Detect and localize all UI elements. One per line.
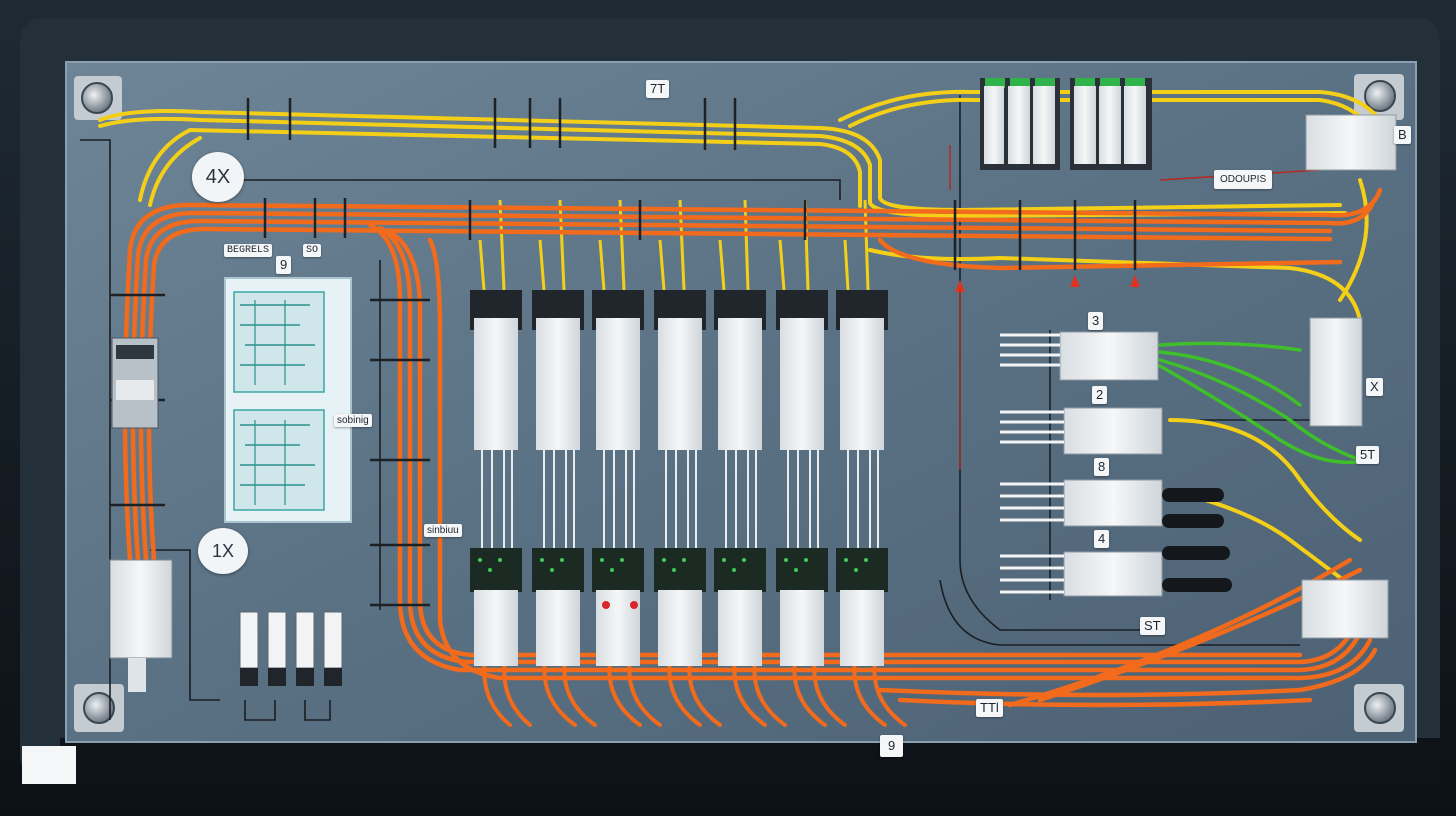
label-circle-4x: 4X	[192, 152, 244, 202]
module-leds	[478, 558, 868, 572]
orange-drops	[482, 658, 907, 727]
corner-tag	[22, 746, 76, 784]
label-right-57: 5T	[1356, 446, 1380, 464]
label-right-b: B	[1394, 126, 1411, 144]
module-red-indicators	[602, 601, 638, 609]
label-left-small: 9	[276, 256, 292, 274]
label-right-x: X	[1366, 378, 1383, 396]
label-top-left-tag: BEGRELS	[224, 244, 273, 257]
corner-bolts	[74, 74, 1404, 732]
label-mid-tag: sinbiuu	[424, 524, 462, 537]
module-leads	[481, 450, 879, 548]
relay-module-row-top	[470, 290, 888, 450]
label-left-mid-tag: SO	[303, 244, 322, 257]
label-mid-left-tag: sobinig	[334, 414, 372, 427]
right-block-pins	[1000, 333, 1064, 594]
label-right-4: 4	[1094, 530, 1110, 548]
black-cable-ends	[1162, 488, 1232, 592]
cable-ties	[110, 98, 1137, 607]
label-top-right-tag: ODOUPIS	[1214, 170, 1273, 189]
yellow-drops	[478, 199, 870, 291]
label-circle-1x: 1X	[198, 528, 248, 574]
label-right-ti: ST	[1140, 617, 1165, 635]
top-terminal-blocks	[980, 78, 1152, 170]
label-top-center: 7T	[646, 80, 670, 98]
label-right-3: 3	[1088, 312, 1104, 330]
left-devices	[109, 277, 352, 692]
label-right-8: 8	[1094, 458, 1110, 476]
bottom-rail	[60, 738, 1440, 788]
green-wire-bundle	[1158, 341, 1362, 465]
control-wires	[80, 95, 1310, 721]
label-bottom-center: 9	[880, 735, 904, 757]
label-bottom-right-tag: TTl	[976, 699, 1003, 717]
label-right-2: 2	[1092, 386, 1108, 404]
right-junction-blocks	[1059, 114, 1397, 639]
